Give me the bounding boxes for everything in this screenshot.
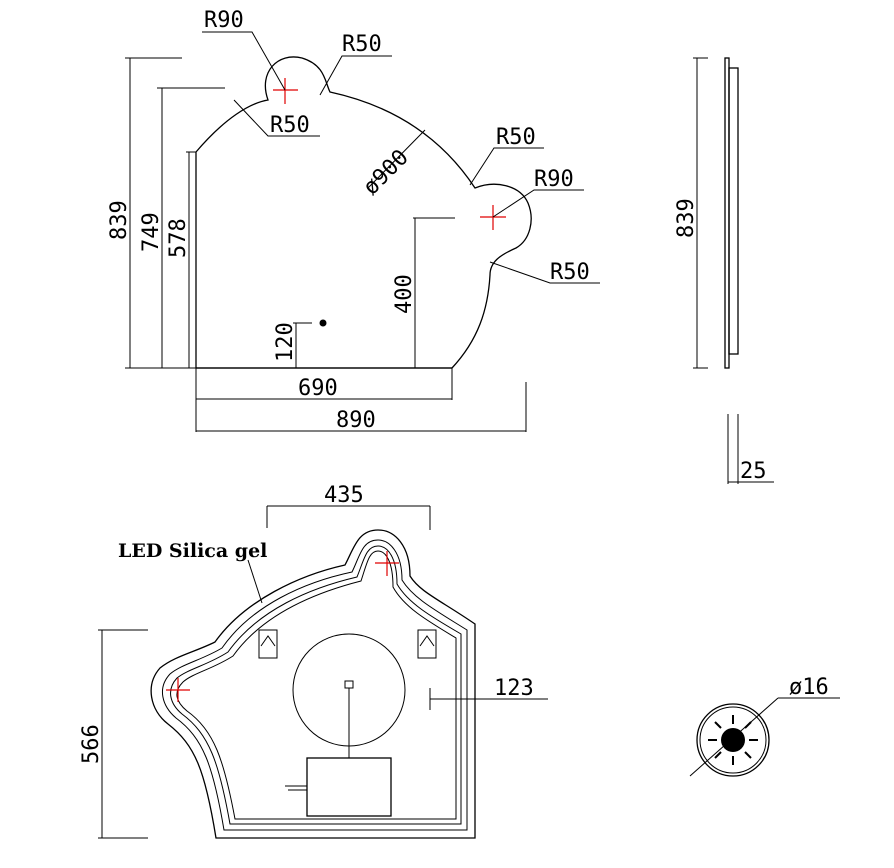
label-height-839: 839: [107, 200, 132, 240]
label-height-578: 578: [166, 218, 191, 258]
leader-r90-right: [492, 189, 584, 218]
switch-inner-ring: [699, 706, 767, 774]
label-width-890: 890: [336, 408, 376, 433]
label-r50-neck: R50: [342, 32, 382, 57]
side-mirror-body: [728, 67, 739, 355]
top-circle-center-mark: [273, 78, 298, 104]
side-mirror-glass: [724, 57, 730, 369]
leader-led-silica-gel: [247, 559, 263, 604]
label-height-400: 400: [392, 274, 417, 314]
leader-r50-left: [233, 99, 320, 137]
label-r90-right: R90: [534, 167, 574, 192]
touch-switch-dot: [319, 319, 327, 327]
switch-diameter-leader: [689, 697, 779, 777]
leader-r50-right-upper: [469, 147, 544, 186]
label-width-435: 435: [324, 483, 364, 508]
label-switch-diameter: ø16: [789, 675, 829, 700]
label-led-silica-gel: LED Silica gel: [118, 540, 267, 562]
side-label-thickness-25: 25: [740, 459, 767, 484]
right-circle-center-mark: [480, 205, 506, 230]
leader-r90-top: [202, 31, 286, 91]
hanging-bracket-right: [417, 629, 437, 659]
driver-box: [306, 757, 392, 817]
label-offset-123: 123: [494, 676, 534, 701]
switch-connector: [344, 680, 354, 689]
label-height-749: 749: [139, 212, 164, 252]
back-outline-outer: [150, 529, 476, 839]
leader-diameter: [367, 129, 426, 189]
back-led-strip-1: [161, 539, 468, 831]
label-width-690: 690: [298, 376, 338, 401]
back-view: 435 LED Silica gel 123 566: [79, 483, 548, 839]
back-top-center-mark: [375, 551, 399, 576]
label-r50-right-upper: R50: [496, 125, 536, 150]
front-view: R90 R50 R50 R50 R90 R50 ø900 839 749 578…: [107, 8, 600, 433]
label-diameter-900: ø900: [359, 145, 414, 200]
back-led-strip-3: [176, 550, 457, 820]
leader-r50-neck: [319, 55, 392, 96]
label-height-120: 120: [273, 322, 298, 362]
switch-detail: ø16: [689, 675, 840, 777]
back-left-center-mark: [166, 678, 190, 702]
side-label-height-839: 839: [674, 198, 699, 238]
leader-r50-right-lower: [489, 261, 600, 284]
sun-icon: [721, 728, 745, 752]
hanging-bracket-left: [258, 629, 278, 659]
front-mirror-outline: [195, 56, 532, 369]
back-led-strip-2: [170, 545, 462, 825]
switch-outer-ring: [696, 703, 770, 777]
label-r90-top: R90: [204, 8, 244, 33]
label-height-566: 566: [79, 724, 104, 764]
label-r50-right-lower: R50: [550, 260, 590, 285]
side-view: 839 25: [674, 57, 774, 484]
label-r50-left: R50: [270, 113, 310, 138]
